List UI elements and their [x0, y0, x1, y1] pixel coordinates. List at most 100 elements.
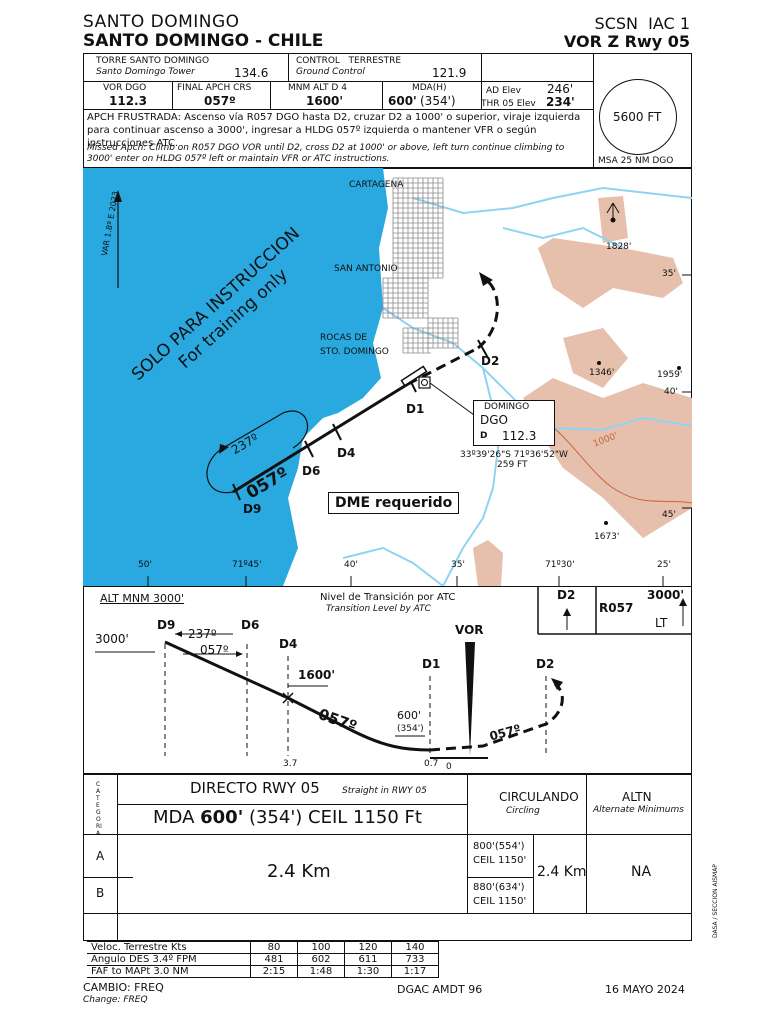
- altn-es: ALTN: [622, 790, 652, 804]
- straight-in-en: Straight in RWY 05: [342, 786, 427, 796]
- speed-row-label: FAF to MAPt 3.0 NM: [87, 965, 251, 978]
- chart-title: SANTO DOMINGO - CHILE: [83, 31, 324, 51]
- profile-dist-37: 3.7: [283, 759, 298, 769]
- final-crs: 057º: [204, 94, 236, 108]
- min-alt: 1600': [306, 94, 344, 108]
- missed-turn: [477, 276, 499, 350]
- vor-symbol: [418, 376, 431, 389]
- navaid-freq: 112.3: [502, 429, 537, 443]
- profile-drawing: [95, 586, 692, 759]
- terrain-area: [473, 540, 503, 586]
- ground-sub: Ground Control: [296, 67, 365, 77]
- profile-alt-600: 600': [397, 709, 422, 722]
- holding-pattern: [206, 410, 309, 494]
- tower-freq: 134.6: [234, 66, 269, 80]
- sea: [83, 168, 388, 586]
- msa-altitude: 5600 FT: [613, 110, 662, 124]
- label-rocas-2: STO. DOMINGO: [320, 347, 389, 357]
- speed-cell: 80: [250, 941, 298, 954]
- lon-25: 25': [657, 560, 671, 570]
- change-en: Change: FREQ: [83, 995, 148, 1005]
- transition-en: Transition Level by ATC: [326, 604, 431, 614]
- circling-es: CIRCULANDO: [499, 790, 579, 804]
- amendment: DGAC AMDT 96: [397, 983, 483, 996]
- mda-height: (354'): [420, 94, 456, 108]
- navaid-dme: D: [480, 431, 488, 441]
- lon-7130: 71º30': [545, 560, 575, 570]
- altn-value: NA: [631, 864, 652, 880]
- urban-areas: [382, 177, 459, 354]
- peak-1959: 1959': [657, 370, 683, 380]
- lon-40: 40': [344, 560, 358, 570]
- straight-in-es: DIRECTO RWY 05: [190, 779, 320, 797]
- circ-b1: 880'(634'): [473, 882, 525, 893]
- fix-d2: D2: [481, 354, 500, 368]
- speed-cell: 1:30: [344, 965, 392, 978]
- mda-line: MDA 600' (354') CEIL 1150 Ft: [153, 807, 422, 828]
- chart-id: SCSN IAC 1: [594, 14, 690, 33]
- terrain-area: [538, 238, 683, 308]
- plan-view-map: [83, 168, 692, 586]
- profile-crs-237: 237º: [188, 627, 217, 641]
- lon-7145: 71º45': [232, 560, 262, 570]
- thr-elev-label: THR 05 Elev: [481, 99, 536, 109]
- label-cartagena: CARTAGENA: [349, 180, 404, 190]
- lon-50: 50': [138, 560, 152, 570]
- profile-d1: D1: [422, 657, 441, 671]
- profile-d6: D6: [241, 618, 260, 632]
- box-r057: R057: [599, 601, 634, 615]
- fix-d6: D6: [302, 464, 321, 478]
- vor-freq: 112.3: [109, 94, 147, 108]
- terrain-area: [523, 378, 692, 538]
- procedure-name: VOR Z Rwy 05: [563, 32, 690, 51]
- profile-vor: VOR: [455, 623, 484, 637]
- peak-1828: 1828': [606, 242, 632, 252]
- profile-d2: D2: [536, 657, 555, 671]
- circ-a1: 800'(554'): [473, 841, 525, 852]
- cat-b: B: [96, 886, 105, 900]
- profile-alt-1600: 1600': [298, 668, 336, 682]
- speed-cell: 1:48: [297, 965, 345, 978]
- alt-mnm: ALT MNM 3000': [100, 592, 185, 605]
- missed-approach-es: APCH FRUSTRADA: Ascenso vía R057 DGO has…: [87, 112, 581, 149]
- speed-cell: 2:15: [250, 965, 298, 978]
- tower-label: TORRE SANTO DOMINGO: [96, 56, 210, 66]
- vor-label: VOR DGO: [103, 83, 147, 93]
- speed-row-label: Angulo DES 3.4º FPM: [87, 953, 251, 966]
- box-3000: 3000': [647, 588, 685, 602]
- profile-alt-354: (354'): [397, 724, 424, 734]
- circ-b2: CEIL 1150': [473, 896, 527, 907]
- minima-table: [83, 774, 692, 941]
- lon-35: 35': [451, 560, 465, 570]
- peak-1346: 1346': [589, 368, 615, 378]
- msa-circle: [599, 79, 677, 155]
- profile-view: [83, 586, 692, 774]
- ad-elev: 246': [547, 82, 574, 96]
- speed-cell: 100: [297, 941, 345, 954]
- mda-line-a: MDA: [153, 807, 195, 828]
- speed-cell: 602: [297, 953, 345, 966]
- vis-circling: 2.4 Km: [537, 864, 587, 880]
- profile-d4: D4: [279, 637, 298, 651]
- speed-cell: 1:17: [391, 965, 439, 978]
- cat-a: A: [96, 849, 105, 863]
- speed-cell: 140: [391, 941, 439, 954]
- header-city: SANTO DOMINGO: [83, 12, 240, 32]
- fix-d1: D1: [406, 402, 425, 416]
- profile-dist-07: 0.7: [424, 759, 439, 769]
- profile-alt-3000: 3000': [95, 632, 129, 646]
- transition-es: Nivel de Transición por ATC: [320, 592, 456, 603]
- ground-label: CONTROL TERRESTRE: [296, 56, 402, 66]
- navaid-box: DOMINGO DGO D 112.3: [473, 400, 555, 446]
- tower-sub: Santo Domingo Tower: [96, 67, 195, 77]
- speed-row-label: Veloc. Terrestre Kts: [87, 941, 251, 954]
- lat-45: 45': [662, 510, 676, 520]
- profile-crs-057a: 057º: [200, 643, 229, 657]
- circ-a2: CEIL 1150': [473, 855, 527, 866]
- mda-line-b: 600': [200, 807, 244, 828]
- terrain-area: [563, 328, 628, 388]
- ground-freq: 121.9: [432, 66, 467, 80]
